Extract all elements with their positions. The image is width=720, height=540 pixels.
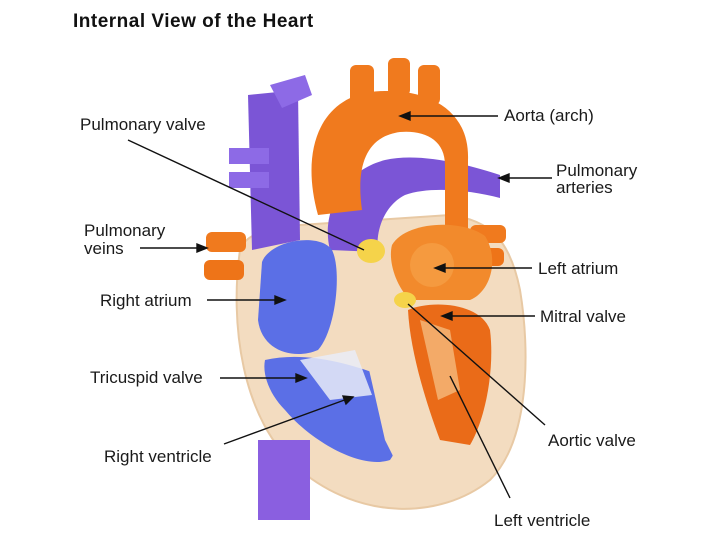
pulmonary-vein-right-1 [206,232,246,252]
pointer-pulmonary-valve [127,139,365,251]
label-pulmonary-arteries-line1: Pulmonary [556,161,638,180]
right-atrium-chamber [258,240,337,355]
aorta-branch-2 [388,58,410,96]
pointer-left-ventricle [449,375,511,499]
label-aorta-arch: Aorta (arch) [504,106,594,125]
label-pulmonary-veins-line1: Pulmonary [84,221,166,240]
label-pulmonary-arteries-line2: arteries [556,178,613,197]
label-aortic-valve: Aortic valve [548,431,636,450]
pointer-right-ventricle [223,397,351,445]
label-right-atrium: Right atrium [100,291,192,310]
aortic-valve-shape [394,292,416,308]
label-mitral-valve: Mitral valve [540,307,626,326]
inferior-vena-cava [258,440,310,520]
aorta-arch [311,90,469,230]
label-pulmonary-veins-line2: veins [84,239,124,258]
label-left-ventricle: Left ventricle [494,511,591,530]
septum [338,250,430,470]
superior-vena-cava [248,90,300,250]
label-tricuspid-valve: Tricuspid valve [90,368,203,387]
aorta-branch-1 [350,65,374,105]
tricuspid-valve-leaflets [300,350,372,400]
label-pulmonary-valve: Pulmonary valve [80,115,206,134]
label-right-ventricle: Right ventricle [104,447,212,466]
diagram-title: Internal View of the Heart [73,11,314,32]
pulmonary-valve-shape [357,239,385,263]
pulmonary-vein-right-2 [204,260,244,280]
label-left-atrium: Left atrium [538,259,619,278]
aorta-branch-3 [418,65,440,105]
pointer-aortic-valve [407,303,546,426]
